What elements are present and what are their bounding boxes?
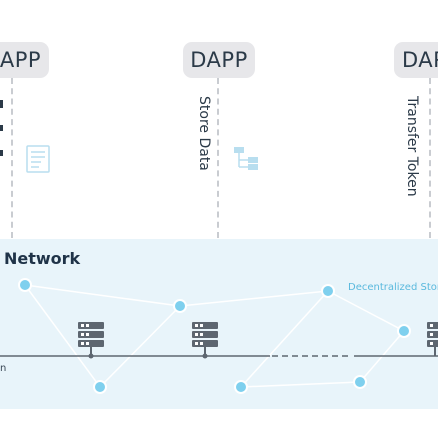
storage-nodes [18, 278, 411, 394]
dapp-connector-1 [11, 78, 13, 238]
storage-connections [24, 284, 405, 388]
action-label-transfer-token: Transfer Token [404, 96, 420, 197]
storage-node-icon [173, 299, 187, 313]
connection-line [327, 290, 405, 332]
dapp-label: DAPP [190, 48, 248, 72]
dapp-pill-1: APP [0, 42, 49, 78]
dapp-connector-2 [217, 78, 219, 238]
cropped-label-mark [0, 100, 3, 108]
server-icon [78, 322, 104, 359]
dapp-connector-3 [429, 78, 431, 238]
chain-label: n [0, 363, 7, 374]
storage-label: Decentralized Stora [348, 282, 438, 293]
connection-line [24, 284, 101, 388]
storage-node-icon [397, 324, 411, 338]
server-icon [427, 322, 438, 356]
cropped-label-mark [0, 125, 3, 131]
document-icon [26, 145, 50, 173]
dapp-label: DAP [402, 48, 438, 72]
dapp-pill-3: DAP [394, 42, 438, 78]
connection-line [179, 290, 329, 307]
connection-line [24, 284, 181, 307]
storage-node-icon [321, 284, 335, 298]
dapp-pill-2: DAPP [183, 42, 255, 78]
connection-line [99, 305, 181, 388]
hierarchy-icon [234, 147, 258, 170]
cropped-label-mark [0, 150, 3, 156]
dapp-label: APP [0, 48, 42, 72]
server-icon [192, 322, 218, 359]
action-label-store-data: Store Data [196, 96, 212, 171]
network-title: Network [4, 249, 81, 268]
connection-line [240, 290, 329, 388]
storage-node-icon [234, 380, 248, 394]
storage-node-icon [353, 375, 367, 389]
storage-node-icon [93, 380, 107, 394]
connection-line [240, 381, 361, 388]
storage-node-icon [18, 278, 32, 292]
